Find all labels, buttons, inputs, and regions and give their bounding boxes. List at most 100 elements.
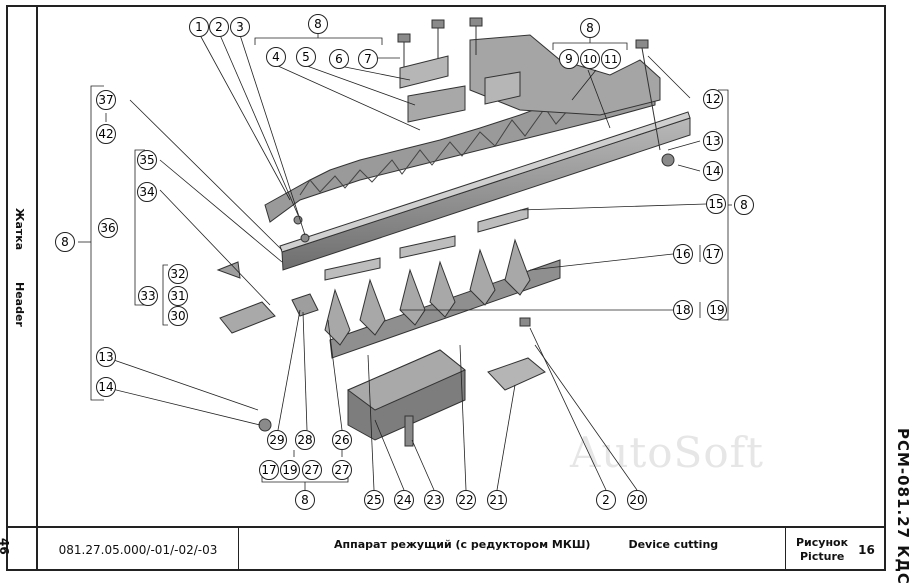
callout-20: 20 — [627, 490, 647, 510]
callout-8-top: 8 — [308, 14, 328, 34]
callout-14-left: 14 — [96, 377, 116, 397]
footer-separator — [238, 528, 239, 571]
callout-13-left: 13 — [96, 347, 116, 367]
svg-text:10: 10 — [583, 53, 597, 66]
callout-13-right: 13 — [703, 131, 723, 151]
part-code: 081.27.05.000/-01/-02/-03 — [58, 542, 218, 557]
callout-8-top-right: 8 — [580, 18, 600, 38]
callout-30: 30 — [168, 306, 188, 326]
svg-text:3: 3 — [236, 20, 244, 34]
svg-text:16: 16 — [675, 247, 690, 261]
svg-text:18: 18 — [675, 303, 690, 317]
svg-text:4: 4 — [272, 50, 280, 64]
svg-text:1: 1 — [195, 20, 203, 34]
callout-18: 18 — [673, 300, 693, 320]
footer-separator — [785, 528, 786, 571]
svg-text:25: 25 — [366, 493, 381, 507]
svg-text:8: 8 — [740, 198, 748, 212]
svg-text:30: 30 — [170, 309, 185, 323]
knife-bar-assembly — [216, 17, 691, 447]
callout-22: 22 — [456, 490, 476, 510]
callout-4: 4 — [266, 47, 286, 67]
svg-text:26: 26 — [334, 433, 349, 447]
svg-text:11: 11 — [604, 53, 618, 66]
callout-34: 34 — [137, 182, 157, 202]
svg-text:19: 19 — [282, 463, 297, 477]
svg-text:17: 17 — [261, 463, 276, 477]
callout-7: 7 — [358, 49, 378, 69]
callout-31: 31 — [168, 286, 188, 306]
callout-11: 11 — [601, 49, 621, 69]
svg-text:21: 21 — [489, 493, 504, 507]
drawing-frame — [6, 5, 886, 571]
callout-1: 1 — [189, 17, 209, 37]
callout-17-right: 17 — [703, 244, 723, 264]
left-strip-divider — [36, 5, 38, 571]
callout-17-bottom: 17 — [259, 460, 279, 480]
callout-10: 10 — [580, 49, 600, 69]
svg-text:20: 20 — [629, 493, 644, 507]
callout-8-left: 8 — [55, 232, 75, 252]
callout-33: 33 — [138, 286, 158, 306]
callout-21: 21 — [487, 490, 507, 510]
callout-12: 12 — [703, 89, 723, 109]
callout-19-right: 19 — [707, 300, 727, 320]
callout-23: 23 — [424, 490, 444, 510]
svg-text:12: 12 — [705, 92, 720, 106]
callout-19-bottom: 19 — [280, 460, 300, 480]
svg-text:42: 42 — [98, 127, 113, 141]
svg-text:22: 22 — [458, 493, 473, 507]
svg-text:17: 17 — [705, 247, 720, 261]
page-number: 46 — [0, 538, 11, 555]
callout-32: 32 — [168, 264, 188, 284]
callout-42: 42 — [96, 124, 116, 144]
footer-title-cell: Аппарат режущий (с редуктором МКШ) Devic… — [240, 528, 785, 571]
svg-text:36: 36 — [100, 221, 115, 235]
callout-8-bottom: 8 — [295, 490, 315, 510]
svg-text:5: 5 — [302, 50, 310, 64]
svg-text:2: 2 — [602, 493, 610, 507]
svg-text:15: 15 — [708, 197, 723, 211]
svg-text:27: 27 — [334, 463, 349, 477]
callout-2-bottom: 2 — [596, 490, 616, 510]
callout-9: 9 — [559, 49, 579, 69]
figure-number: 16 — [858, 542, 875, 557]
svg-text:13: 13 — [98, 350, 113, 364]
callout-36: 36 — [98, 218, 118, 238]
callouts: 1 2 3 8 4 5 6 7 8 9 10 11 12 13 14 15 8 … — [55, 14, 754, 510]
figure-label-en: Picture — [800, 549, 845, 563]
svg-text:8: 8 — [61, 235, 69, 249]
figure-label-ru: Рисунок — [796, 535, 849, 549]
svg-text:7: 7 — [364, 52, 372, 66]
svg-text:24: 24 — [396, 493, 411, 507]
callout-25: 25 — [364, 490, 384, 510]
callout-27-b: 27 — [332, 460, 352, 480]
callout-14-right: 14 — [703, 161, 723, 181]
callout-6: 6 — [329, 49, 349, 69]
callout-3: 3 — [230, 17, 250, 37]
svg-text:33: 33 — [140, 289, 155, 303]
svg-text:8: 8 — [301, 493, 309, 507]
svg-text:29: 29 — [269, 433, 284, 447]
svg-text:9: 9 — [565, 52, 573, 66]
callout-26: 26 — [332, 430, 352, 450]
callout-15: 15 — [706, 194, 726, 214]
title-ru: Аппарат режущий (с редуктором МКШ) — [334, 538, 591, 551]
callout-28: 28 — [295, 430, 315, 450]
svg-text:32: 32 — [170, 267, 185, 281]
exploded-diagram: 1 2 3 8 4 5 6 7 8 9 10 11 12 13 14 15 8 … — [55, 14, 754, 510]
callout-2: 2 — [209, 17, 229, 37]
svg-text:35: 35 — [139, 153, 154, 167]
title-en: Device cutting — [628, 538, 719, 551]
svg-text:34: 34 — [139, 185, 154, 199]
svg-text:31: 31 — [170, 289, 185, 303]
callout-35: 35 — [137, 150, 157, 170]
callout-24: 24 — [394, 490, 414, 510]
svg-text:2: 2 — [215, 20, 223, 34]
footer-divider — [6, 526, 886, 528]
callout-16: 16 — [673, 244, 693, 264]
svg-text:13: 13 — [705, 134, 720, 148]
svg-text:27: 27 — [304, 463, 319, 477]
svg-text:8: 8 — [586, 21, 594, 35]
svg-text:6: 6 — [335, 52, 343, 66]
